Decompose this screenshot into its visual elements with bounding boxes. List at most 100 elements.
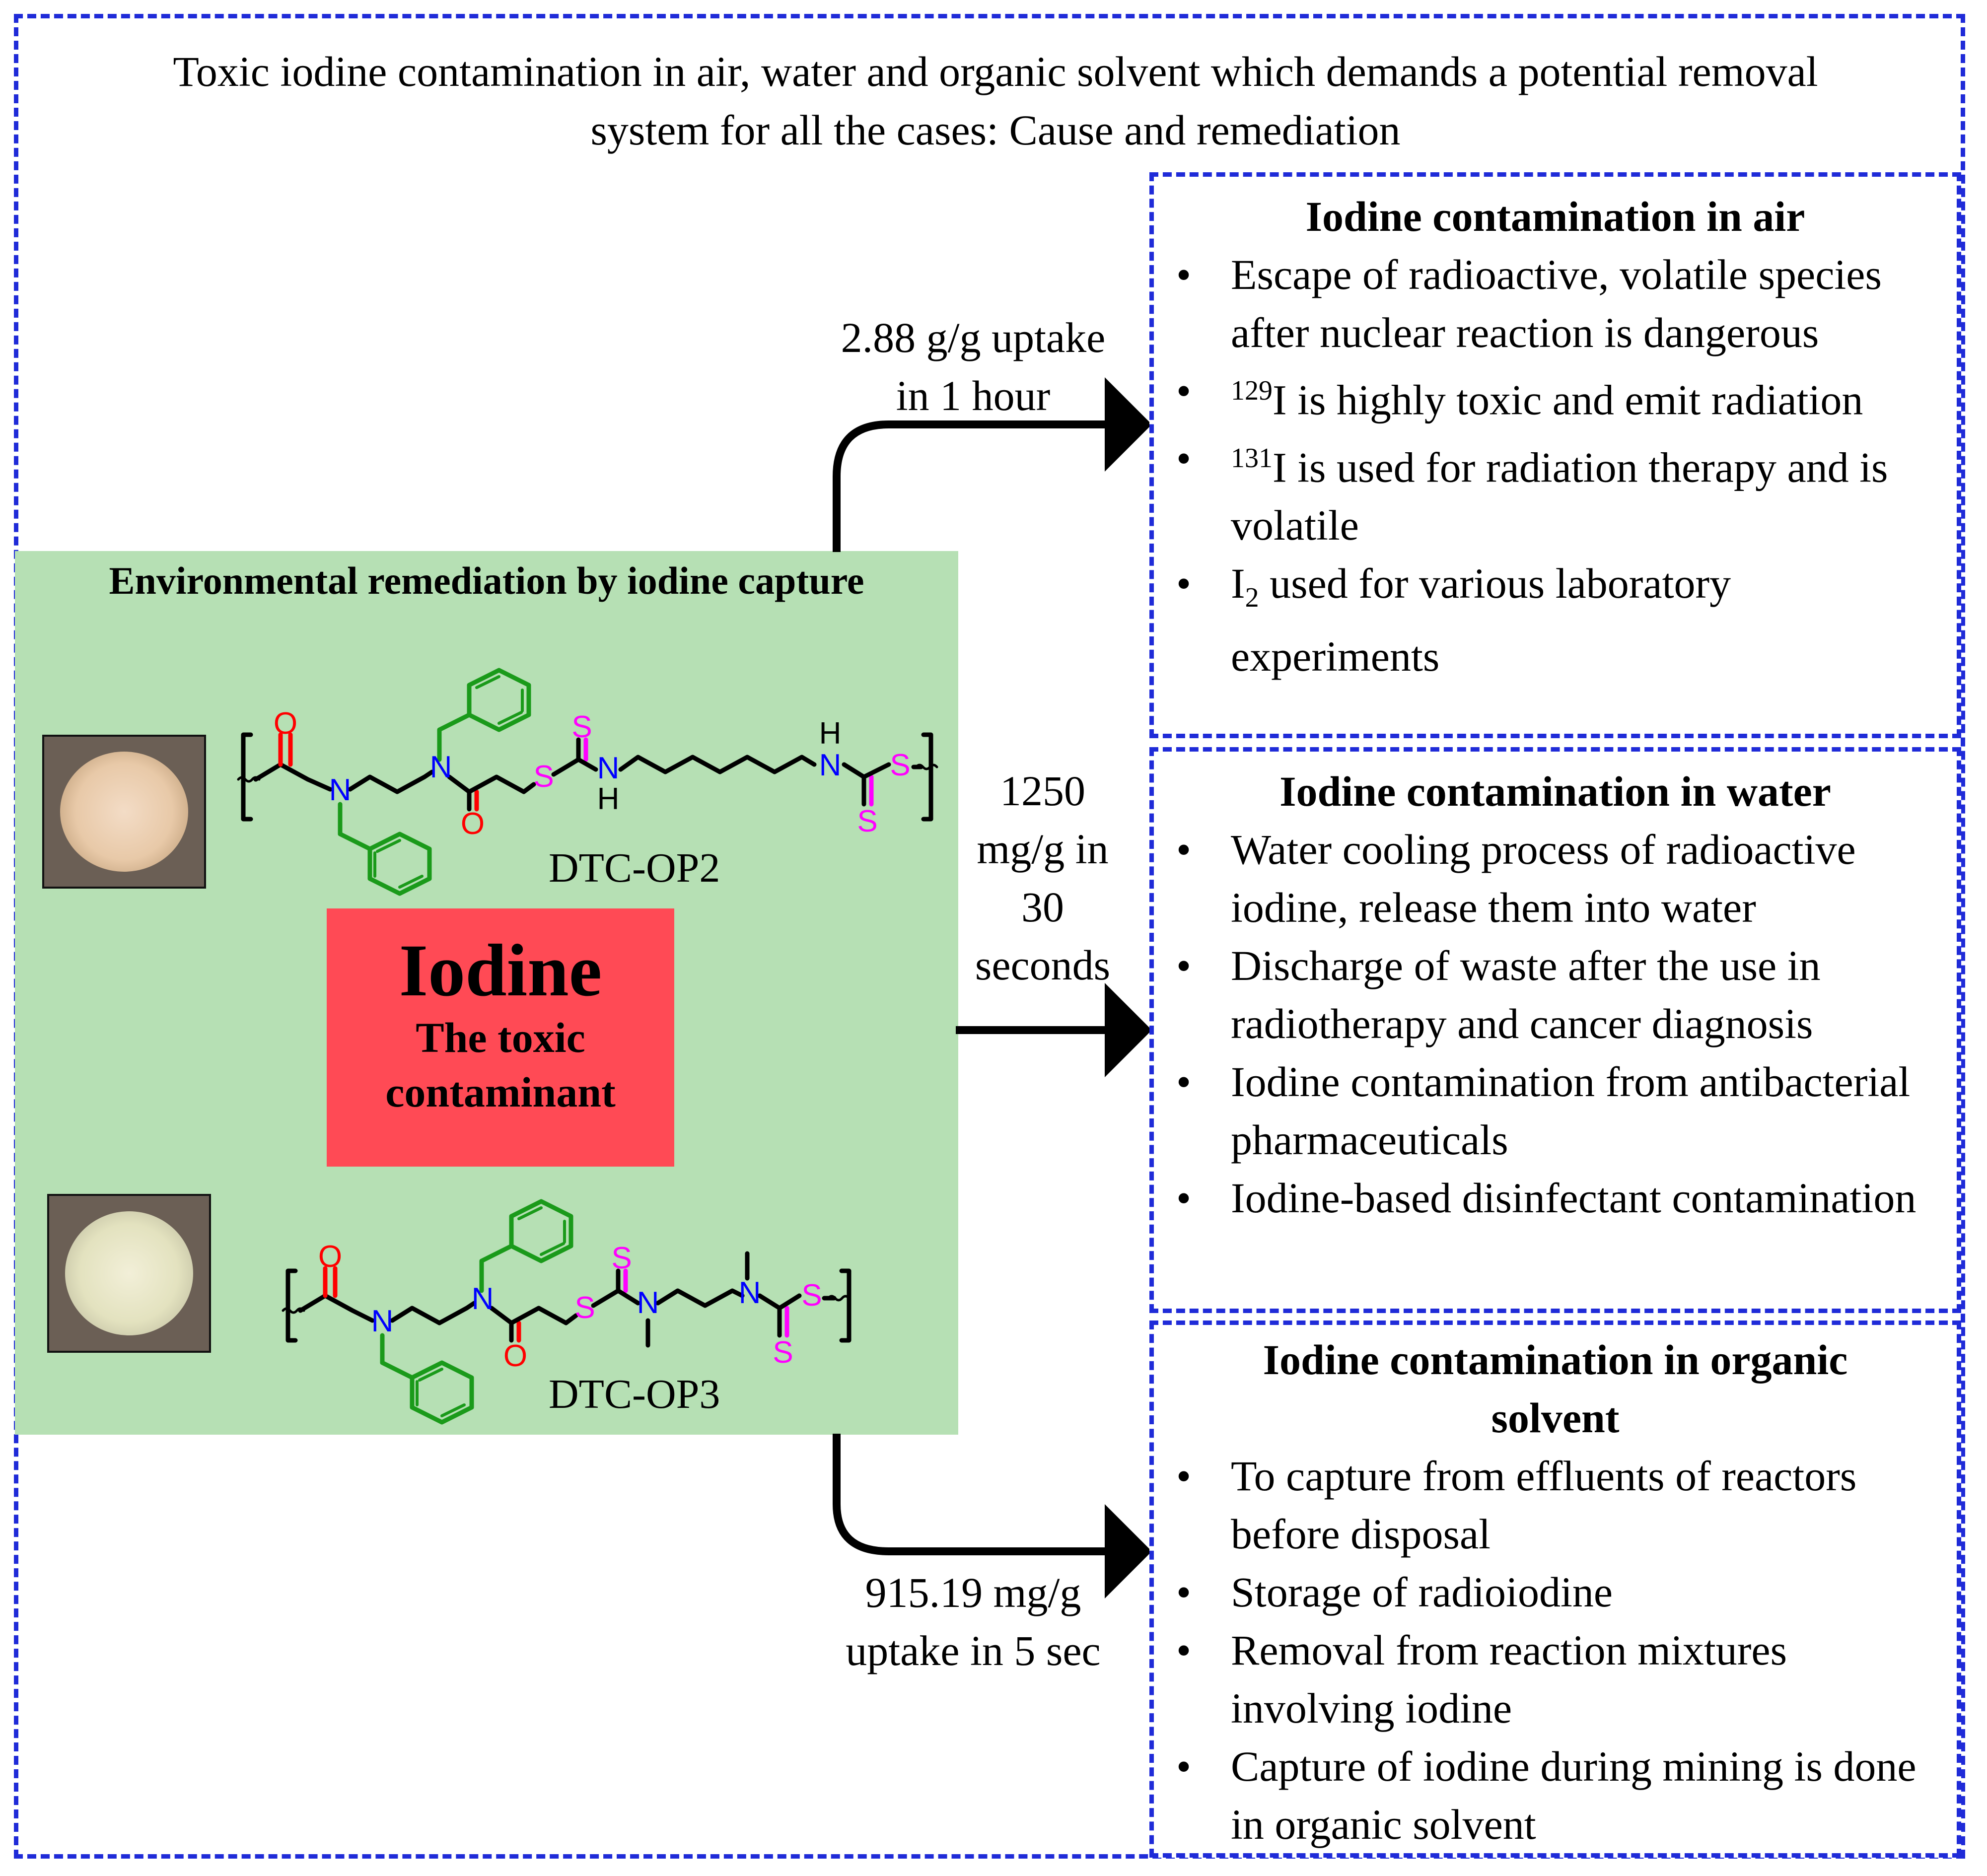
sulfur-label: S <box>571 710 592 744</box>
iodine-contaminant-box: Iodine The toxic contaminant <box>327 908 674 1167</box>
contaminant-line-1: The toxic <box>416 1014 585 1061</box>
bullet-dot: • <box>1176 942 1192 989</box>
solvent-title-line-2: solvent <box>1491 1394 1620 1442</box>
list-item: • Iodine contamination from antibacterial… <box>1154 1053 1957 1169</box>
bullet-dot: • <box>1176 1626 1192 1674</box>
oxygen-label: O <box>503 1339 527 1373</box>
sulfur-label: S <box>801 1278 822 1313</box>
water-item-3-text: Iodine contamination from antibacterial … <box>1231 1058 1911 1164</box>
figure-header: Toxic iodine contamination in air, water… <box>50 42 1941 159</box>
list-item: •Iodine-based disinfectant contamination <box>1154 1169 1957 1227</box>
arrow-to-air <box>833 420 1112 552</box>
list-item: • 131I is used for radiation therapy and … <box>1154 429 1957 555</box>
list-item: • I2 used for various laboratory experime… <box>1154 555 1957 685</box>
nitrogen-label: N <box>739 1276 761 1310</box>
water-bullet-list: •Water cooling process of radioactive io… <box>1154 821 1957 1227</box>
list-item: • Removal from reaction mixtures involvin… <box>1154 1621 1957 1737</box>
solvent-item-2-text: Storage of radioiodine <box>1231 1568 1613 1616</box>
air-item-4-text: used for various laboratory experiments <box>1231 559 1731 680</box>
hydrogen-label: H <box>597 782 620 816</box>
list-item: • Storage of radioiodine <box>1154 1563 1957 1621</box>
header-line-2: system for all the cases: Cause and reme… <box>590 106 1401 154</box>
air-bullet-list: •Escape of radioactive, volatile species… <box>1154 246 1957 686</box>
water-uptake-line-4: seconds <box>975 941 1111 989</box>
water-uptake-line-2: mg/g in <box>977 825 1109 873</box>
arrowhead-water <box>1105 983 1152 1077</box>
oxygen-label: O <box>461 807 485 841</box>
solvent-item-1-text: To capture from effluents of reactors be… <box>1231 1452 1857 1558</box>
sulfur-label: S <box>574 1291 595 1325</box>
nitrogen-label: N <box>637 1286 659 1320</box>
air-uptake-line-1: 2.88 g/g uptake <box>841 314 1106 361</box>
dtc-op2-structure <box>237 668 938 896</box>
sulfur-label: S <box>773 1335 793 1370</box>
dtc-op3-label: DTC-OP3 <box>549 1371 720 1417</box>
air-box-title: Iodine contamination in air <box>1305 193 1805 240</box>
solvent-uptake-line-1: 915.19 mg/g <box>865 1569 1081 1616</box>
nitrogen-label: N <box>597 751 620 785</box>
air-uptake-line-2: in 1 hour <box>896 372 1051 419</box>
bullet-dot: • <box>1176 251 1192 298</box>
sample-dish <box>60 752 188 872</box>
dtc-op3-structure <box>282 1199 852 1425</box>
dtc-op3-atom-labels: O N N O S S N N S S <box>318 1240 822 1373</box>
arrowhead-solvent <box>1105 1504 1152 1598</box>
isotope-mass-number: 129 <box>1231 375 1273 406</box>
bullet-dot: • <box>1176 559 1192 608</box>
bullet-dot: • <box>1176 1452 1192 1500</box>
arrow-to-solvent <box>833 1434 1112 1555</box>
list-item: • Capture of iodine during mining is done… <box>1154 1737 1957 1854</box>
bullet-dot: • <box>1176 1174 1192 1222</box>
air-item-3-text: I is used for radiation therapy and is v… <box>1231 443 1888 550</box>
nitrogen-label: N <box>371 1304 394 1338</box>
header-line-1: Toxic iodine contamination in air, water… <box>173 48 1818 95</box>
water-contamination-box: Iodine contamination in water •Water coo… <box>1149 747 1961 1313</box>
solvent-item-3-text: Removal from reaction mixtures involving… <box>1231 1626 1787 1732</box>
list-item: • Discharge of waste after the use in rad… <box>1154 937 1957 1053</box>
arrowhead-air <box>1105 377 1152 472</box>
water-item-2-text: Discharge of waste after the use in radi… <box>1231 942 1821 1047</box>
water-uptake-line-3: 30 <box>1021 883 1064 931</box>
solvent-uptake-line-2: uptake in 5 sec <box>846 1627 1101 1674</box>
oxygen-label: O <box>318 1240 342 1274</box>
contaminant-title: Iodine <box>399 929 602 1012</box>
dtc-op2-label: DTC-OP2 <box>549 845 720 891</box>
nitrogen-label: N <box>329 773 352 807</box>
solvent-bullet-list: • To capture from effluents of reactors b… <box>1154 1447 1957 1854</box>
air-contamination-box: Iodine contamination in air •Escape of r… <box>1149 172 1961 738</box>
dtc-op2-atom-labels: O N N O S S N H H N S S <box>274 706 911 841</box>
sulfur-label: S <box>533 760 554 794</box>
sulfur-label: S <box>857 804 877 838</box>
water-uptake-label: 1250 mg/g in 30 seconds <box>958 762 1127 994</box>
isotope-mass-number: 131 <box>1231 442 1273 474</box>
list-item: • 129I is highly toxic and emit radiation <box>1154 362 1957 429</box>
nitrogen-label: N <box>819 748 842 782</box>
subscript-two: 2 <box>1245 582 1259 614</box>
bullet-dot: • <box>1176 1058 1192 1106</box>
nitrogen-label: N <box>472 1282 494 1316</box>
solvent-item-4-text: Capture of iodine during mining is done … <box>1231 1742 1916 1848</box>
iodine-symbol: I <box>1231 559 1245 608</box>
sample-dish <box>65 1211 193 1335</box>
bullet-dot: • <box>1176 826 1192 873</box>
nitrogen-label: N <box>430 750 452 784</box>
list-item: •Escape of radioactive, volatile species… <box>1154 246 1957 362</box>
bullet-dot: • <box>1176 434 1192 482</box>
hydrogen-label: H <box>819 716 842 751</box>
dtc-op2-sample-photo <box>42 735 206 889</box>
dtc-op3-sample-photo <box>47 1194 211 1353</box>
water-box-title: Iodine contamination in water <box>1279 767 1831 815</box>
oxygen-label: O <box>274 706 297 741</box>
bullet-dot: • <box>1176 1568 1192 1616</box>
solvent-uptake-label: 915.19 mg/g uptake in 5 sec <box>814 1564 1132 1680</box>
air-uptake-label: 2.88 g/g uptake in 1 hour <box>814 309 1132 425</box>
sulfur-label: S <box>890 748 910 782</box>
bullet-dot: • <box>1176 367 1192 415</box>
water-uptake-line-1: 1250 <box>1000 767 1085 815</box>
solvent-title-line-1: Iodine contamination in organic <box>1263 1336 1848 1384</box>
air-item-2-text: I is highly toxic and emit radiation <box>1273 376 1863 424</box>
bullet-dot: • <box>1176 1742 1192 1790</box>
panel-title: Environmental remediation by iodine capt… <box>109 559 864 602</box>
contaminant-line-2: contaminant <box>385 1068 616 1116</box>
